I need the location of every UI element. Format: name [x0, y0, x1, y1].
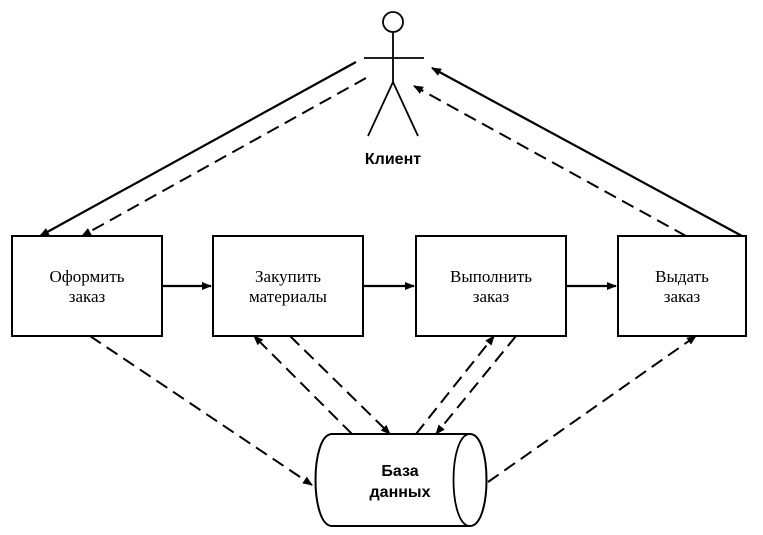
process-box-1: Оформить заказ: [11, 235, 163, 337]
process-2-line1: Закупить: [255, 267, 321, 286]
arrow-database-to-box3: [415, 335, 495, 435]
process-box-4: Выдать заказ: [617, 235, 747, 337]
arrow-database-to-box4: [487, 335, 697, 483]
process-1-line1: Оформить: [49, 267, 124, 286]
actor-label: Клиент: [365, 151, 421, 168]
database-label-line1: База: [381, 463, 418, 480]
database-cylinder: [314, 433, 488, 527]
process-box-3: Выполнить заказ: [415, 235, 567, 337]
actor-left-leg: [367, 81, 394, 137]
process-1-line2: заказ: [69, 287, 106, 306]
arrow-box4-to-client: [431, 67, 743, 237]
arrow-box3-to-database: [435, 335, 517, 435]
arrow-client-to-box1-data: [81, 77, 367, 237]
process-3-line1: Выполнить: [450, 267, 532, 286]
arrow-box1-to-database: [89, 335, 313, 486]
arrow-client-to-box1: [39, 61, 357, 237]
actor-head: [382, 11, 404, 33]
arrow-database-to-box2: [253, 335, 353, 435]
process-2-line2: материалы: [249, 287, 327, 306]
arrow-box2-to-database: [289, 335, 391, 435]
process-box-2: Закупить материалы: [212, 235, 364, 337]
arrow-box4-to-client-data: [413, 85, 687, 237]
process-4-line1: Выдать: [655, 267, 709, 286]
database-label-line2: данных: [370, 484, 431, 501]
process-3-line2: заказ: [473, 287, 510, 306]
process-4-line2: заказ: [664, 287, 701, 306]
actor-figure: [364, 11, 424, 137]
actor-right-leg: [392, 81, 419, 137]
